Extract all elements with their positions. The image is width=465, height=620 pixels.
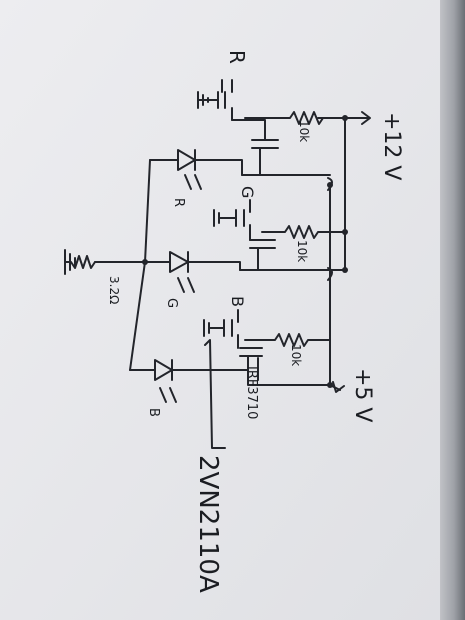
label-led-b: B xyxy=(146,408,161,417)
wire-r-drain xyxy=(231,119,266,141)
resistor-g xyxy=(261,225,346,239)
resistor-b xyxy=(244,333,331,347)
paper-edge xyxy=(437,0,465,620)
ground-r-gate xyxy=(197,91,209,109)
power-mosfet-g xyxy=(239,239,346,271)
led-r xyxy=(149,149,243,176)
label-resistor-2: 10k xyxy=(295,240,309,262)
label-12v: +12 V xyxy=(379,112,404,180)
label-series-resistor: 3.2Ω xyxy=(107,276,121,304)
junction-dots xyxy=(142,115,348,388)
pointer-2vn2110a xyxy=(204,339,226,449)
ground-b-gate xyxy=(203,319,210,337)
gate-g-transistor xyxy=(219,199,251,241)
crossover-1 xyxy=(327,177,333,191)
label-2vn2110a: 2VN2110A xyxy=(193,455,223,593)
label-led-r: R xyxy=(171,198,186,207)
power-mosfet-b xyxy=(239,347,331,386)
led-b-light xyxy=(159,387,177,403)
led-r-light xyxy=(184,174,202,190)
arrow-12v xyxy=(361,111,371,125)
paper-sheet xyxy=(0,0,440,620)
led-g xyxy=(144,251,241,273)
resistor-series xyxy=(64,255,96,269)
label-g-input: G xyxy=(238,186,257,198)
label-b-input: B xyxy=(228,296,247,307)
label-led-g: G xyxy=(164,298,179,308)
label-5v: +5 V xyxy=(350,368,375,422)
power-mosfet-r xyxy=(241,139,331,176)
led-b xyxy=(129,359,249,381)
led-g-light xyxy=(177,277,195,293)
label-r-input: R xyxy=(225,50,249,64)
crossover-2 xyxy=(327,267,333,281)
label-irf3710: IRF3710 xyxy=(244,366,259,419)
label-resistor-3: 10k xyxy=(289,344,303,366)
label-resistor-1: 10k xyxy=(297,120,311,142)
gate-b-transistor xyxy=(209,309,239,349)
arrow-5v xyxy=(332,381,345,393)
ground-series xyxy=(64,249,76,275)
resistor-r xyxy=(244,111,346,125)
ground-g-gate xyxy=(213,209,220,227)
